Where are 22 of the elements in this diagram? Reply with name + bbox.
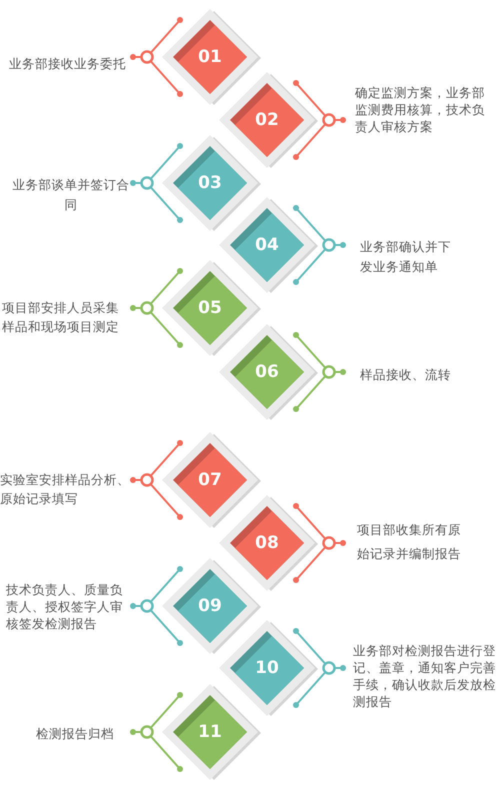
step-number: 04 xyxy=(254,234,280,257)
step-number: 09 xyxy=(197,595,223,618)
step-number: 11 xyxy=(197,721,223,744)
step-description: 业务部对检测报告进行登记、盖章，通知客户完善手续，确认收款后发放检测报告 xyxy=(353,642,497,710)
step-number: 01 xyxy=(197,46,223,69)
step-description: 项目部收集所有原始记录并编制报告 xyxy=(357,521,462,563)
step-number: 08 xyxy=(254,532,280,555)
step-description: 项目部安排人员采集样品和现场项目测定 xyxy=(2,299,120,336)
step-description: 业务部谈单并签订合同 xyxy=(12,176,130,214)
step-number: 05 xyxy=(197,297,223,320)
step-number: 03 xyxy=(197,172,223,195)
step-description: 业务部确认并下发业务通知单 xyxy=(360,238,452,276)
step-description: 业务部接收业务委托 xyxy=(8,55,126,73)
step-number: 02 xyxy=(254,109,280,132)
step-description: 样品接收、流转 xyxy=(360,366,452,384)
step-description: 实验室安排样品分析、原始记录填写 xyxy=(0,471,130,508)
step-description: 检测报告归档 xyxy=(35,725,115,743)
step-number: 06 xyxy=(254,361,280,384)
step-description: 确定监测方案，业务部监测费用核算，技术负责人审核方案 xyxy=(355,84,486,135)
step-description: 技术负责人、质量负责人、授权签字人审核签发检测报告 xyxy=(6,581,124,632)
step-number: 07 xyxy=(197,469,223,492)
step-number: 10 xyxy=(254,657,280,680)
